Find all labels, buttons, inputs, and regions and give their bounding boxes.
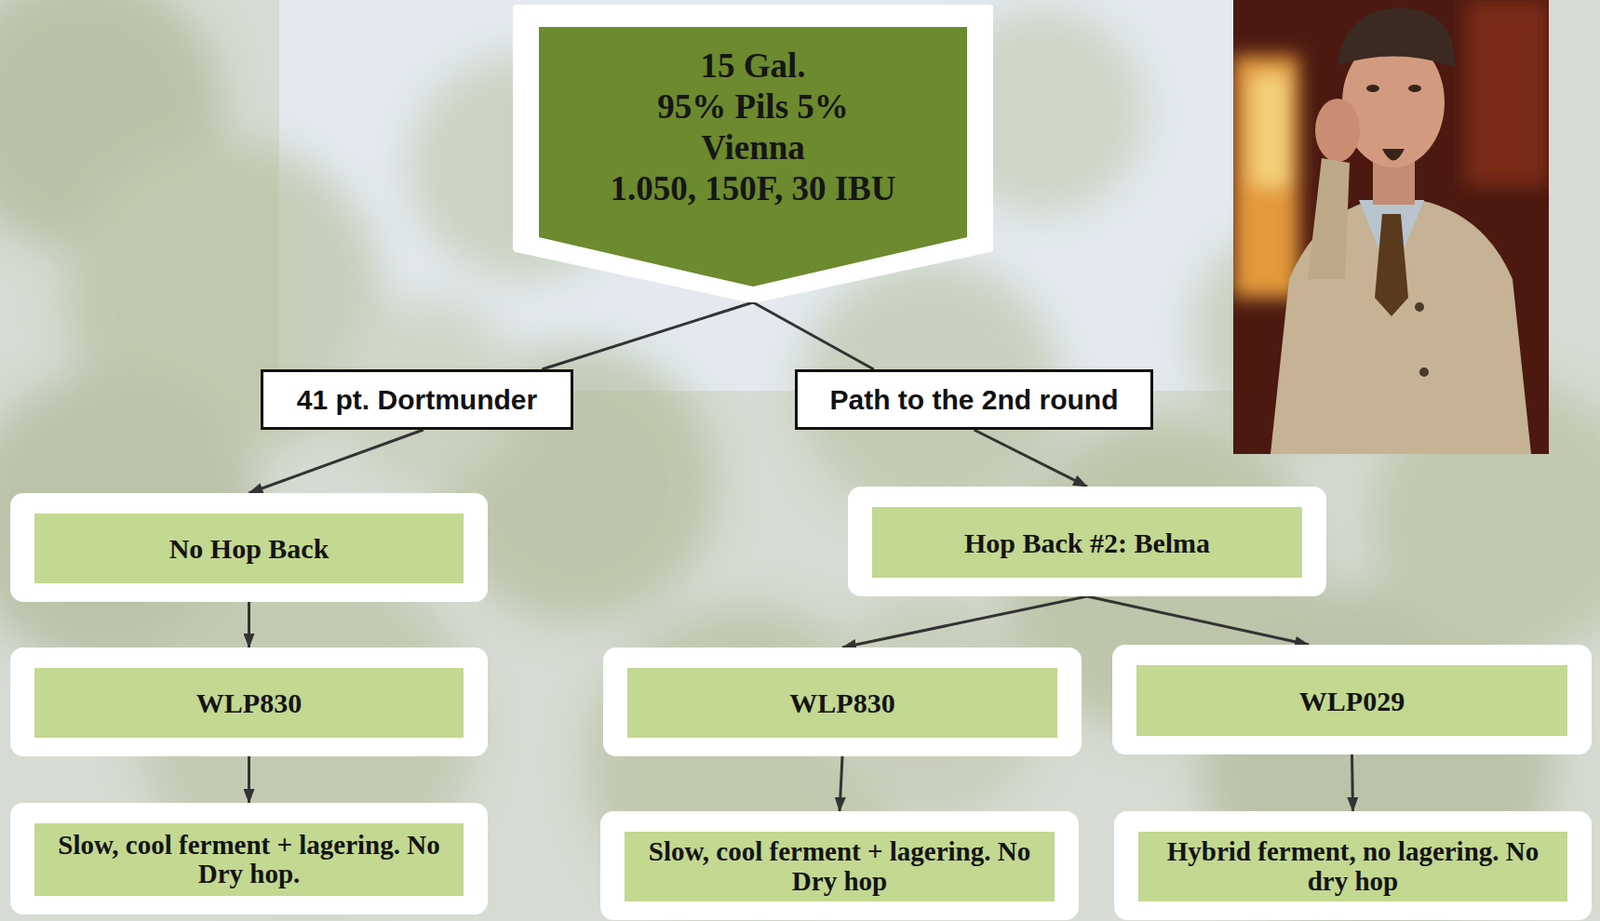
step-fill: WLP029 xyxy=(1136,665,1568,737)
step-fill: Hybrid ferment, no lagering. No dry hop xyxy=(1138,832,1568,902)
portrait-photo xyxy=(1233,0,1549,455)
step-fill: No Hop Back xyxy=(34,513,464,584)
step-box: Slow, cool ferment + lagering. No Dry ho… xyxy=(10,803,488,915)
step-box: Hop Back #2: Belma xyxy=(847,486,1327,597)
flow-connector xyxy=(541,302,753,370)
step-fill: Hop Back #2: Belma xyxy=(872,507,1303,579)
step-fill: WLP830 xyxy=(627,668,1058,739)
flow-connector xyxy=(842,596,1088,648)
step-fill: WLP830 xyxy=(34,668,464,739)
flow-connector xyxy=(752,302,874,370)
step-text: Slow, cool ferment + lagering. No Dry ho… xyxy=(43,831,455,890)
flow-connector xyxy=(249,430,424,494)
step-text: WLP830 xyxy=(196,687,302,719)
step-text: Hop Back #2: Belma xyxy=(964,527,1211,559)
branch-label-box: Path to the 2nd round xyxy=(794,369,1154,431)
step-text: Slow, cool ferment + lagering. No Dry ho… xyxy=(633,837,1046,897)
start-pentagon: 15 Gal.95% Pils 5% Vienna1.050, 150F, 30… xyxy=(512,4,994,303)
recipe-text: 15 Gal. xyxy=(538,45,968,87)
step-text: WLP830 xyxy=(789,687,895,719)
step-box: Hybrid ferment, no lagering. No dry hop xyxy=(1114,811,1592,921)
step-text: WLP029 xyxy=(1299,685,1405,717)
step-box: No Hop Back xyxy=(10,493,488,603)
step-fill: Slow, cool ferment + lagering. No Dry ho… xyxy=(34,823,464,897)
flow-connector xyxy=(247,756,251,804)
recipe-text: 95% Pils 5% Vienna xyxy=(613,86,893,169)
flow-connector xyxy=(247,602,251,648)
flow-connector xyxy=(974,430,1089,487)
step-box: Slow, cool ferment + lagering. No Dry ho… xyxy=(600,811,1079,921)
pentagon-fill xyxy=(538,26,968,287)
step-text: No Hop Back xyxy=(169,533,330,565)
flow-connector xyxy=(1087,596,1309,646)
branch-label: 41 pt. Dortmunder xyxy=(296,384,538,417)
step-box: WLP830 xyxy=(603,647,1082,757)
branch-label: Path to the 2nd round xyxy=(830,384,1119,417)
step-text: Hybrid ferment, no lagering. No dry hop xyxy=(1147,837,1559,897)
step-box: WLP029 xyxy=(1112,645,1592,755)
step-box: WLP830 xyxy=(10,647,488,757)
flow-connector xyxy=(1352,754,1354,812)
flow-connector xyxy=(839,756,843,812)
recipe-text: 1.050, 150F, 30 IBU xyxy=(538,168,968,210)
branch-label-box: 41 pt. Dortmunder xyxy=(260,369,574,431)
step-fill: Slow, cool ferment + lagering. No Dry ho… xyxy=(624,832,1055,902)
pentagon-frame xyxy=(516,8,990,300)
